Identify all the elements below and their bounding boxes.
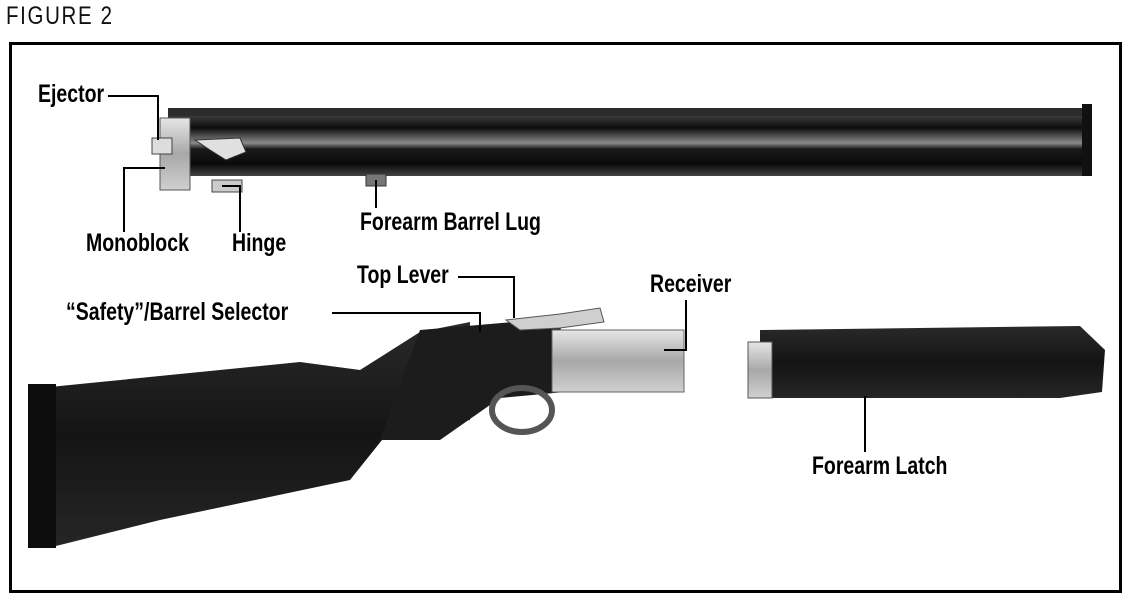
butt-pad xyxy=(28,384,56,548)
label-top-lever: Top Lever xyxy=(357,261,449,289)
leader-receiver xyxy=(664,300,687,351)
figure-frame xyxy=(9,42,1122,593)
leader-hinge xyxy=(222,185,241,232)
top-lever-shape xyxy=(504,307,605,331)
barrel-muzzle xyxy=(1082,104,1092,176)
label-ejector: Ejector xyxy=(38,80,105,108)
buttstock xyxy=(28,322,470,548)
label-forearm-latch: Forearm Latch xyxy=(812,452,948,480)
figure-title: FIGURE 2 xyxy=(6,2,114,30)
stock-receiver-assembly xyxy=(28,307,685,548)
forearm xyxy=(760,326,1105,398)
leader-lines xyxy=(108,95,866,452)
label-safety-barrel-selector: “Safety”/Barrel Selector xyxy=(66,298,289,326)
ejector-shape xyxy=(151,137,173,155)
receiver-shape xyxy=(551,329,685,393)
forearm-assembly xyxy=(747,326,1105,399)
leader-top-lever xyxy=(458,276,515,318)
label-hinge: Hinge xyxy=(232,229,287,257)
forearm-latch-shape xyxy=(747,341,773,399)
hook-shape xyxy=(193,137,247,161)
barrels xyxy=(168,116,1090,176)
trigger-guard xyxy=(489,385,555,435)
leader-ejector xyxy=(108,95,159,140)
leader-monoblock xyxy=(123,167,165,232)
label-forearm-barrel-lug: Forearm Barrel Lug xyxy=(360,208,541,236)
leader-safety xyxy=(332,312,481,332)
label-monoblock: Monoblock xyxy=(86,229,189,257)
barrel-assembly xyxy=(151,104,1092,193)
label-receiver: Receiver xyxy=(650,270,732,298)
grip xyxy=(380,318,565,440)
